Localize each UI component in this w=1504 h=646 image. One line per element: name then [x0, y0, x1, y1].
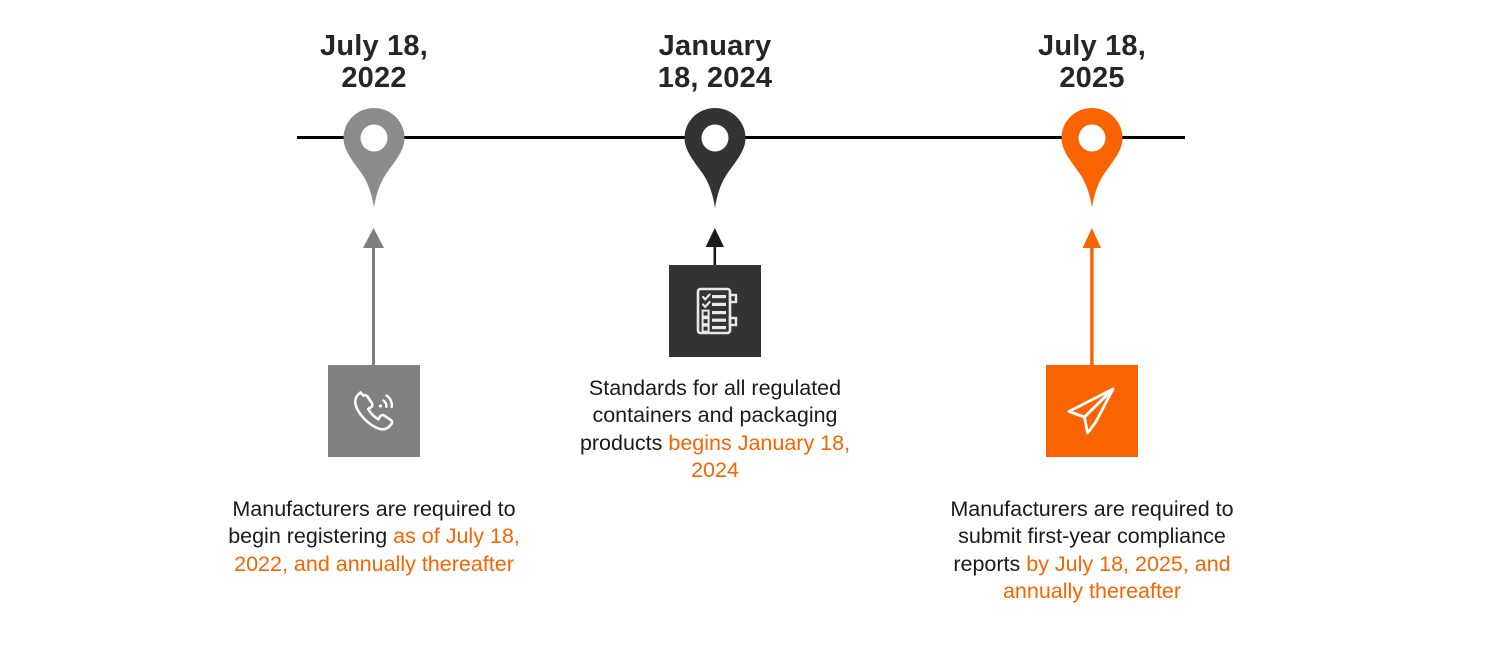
- milestone-date-label: July 18, 2025: [932, 30, 1252, 95]
- map-pin-icon: [684, 108, 746, 208]
- description-black-text: Manufacturers are required to begin regi…: [228, 497, 516, 549]
- checklist-icon: [696, 287, 738, 335]
- date-line-2: 2025: [1059, 62, 1125, 95]
- date-line-2: 18, 2024: [657, 62, 773, 95]
- milestone-registration-2022: July 18, 2022 Manufacturers ar: [214, 0, 534, 646]
- paper-plane-icon: [1067, 387, 1115, 435]
- milestone-compliance-2025: July 18, 2025 Manufacturers are require: [932, 0, 1252, 646]
- milestone-description: Manufacturers are required to begin regi…: [214, 496, 534, 578]
- icon-tile-send: [1046, 365, 1138, 457]
- connector-arrow-up: [361, 228, 387, 368]
- date-line-1: January: [658, 30, 772, 62]
- description-highlight-text: by July 18, 2025, and annually thereafte…: [1002, 551, 1231, 603]
- connector-arrow-up: [1079, 228, 1105, 368]
- milestone-description: Standards for all regulated containers a…: [555, 375, 875, 484]
- connector-arrow-up: [702, 228, 728, 270]
- milestone-date-label: January 18, 2024: [555, 30, 875, 95]
- phone-call-icon: [353, 391, 394, 431]
- date-line-1: July 18,: [1038, 30, 1146, 62]
- map-pin-icon: [343, 108, 405, 208]
- map-pin-icon: [1061, 108, 1123, 208]
- icon-tile-checklist: [669, 265, 761, 357]
- description-black-text: Standards for all regulated containers a…: [579, 376, 842, 455]
- milestone-description: Manufacturers are required to submit fir…: [932, 496, 1252, 605]
- description-highlight-text: as of July 18, 2022, and annually therea…: [234, 524, 520, 576]
- date-line-2: 2022: [341, 62, 407, 95]
- milestone-date-label: July 18, 2022: [214, 30, 534, 95]
- icon-tile-phone: [328, 365, 420, 457]
- milestone-standards-2024: January 18, 2024: [555, 0, 875, 646]
- date-line-1: July 18,: [320, 30, 428, 62]
- description-black-text: Manufacturers are required to submit fir…: [950, 497, 1234, 576]
- description-highlight-text: begins January 18, 2024: [668, 430, 851, 482]
